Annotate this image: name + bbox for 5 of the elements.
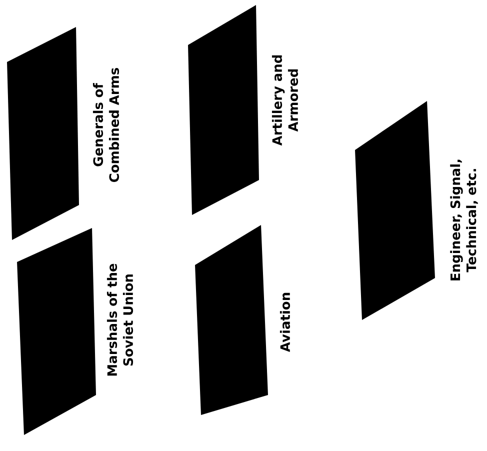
board-label: Engineer, Signal, Technical, etc.	[450, 160, 478, 280]
board-label: Artillery and Armored	[272, 55, 298, 146]
board-label: Marshals of the Soviet Union	[106, 264, 134, 376]
board-label: Aviation	[280, 292, 290, 352]
board-label: Generals of Combined Arms	[92, 68, 120, 182]
